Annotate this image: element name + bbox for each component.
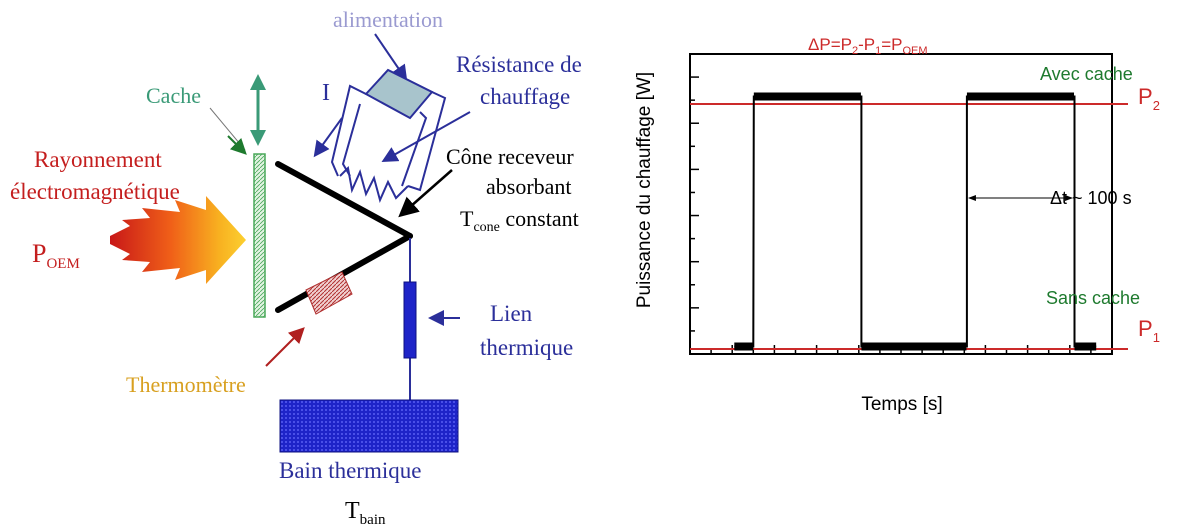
noise-band bbox=[966, 92, 1075, 101]
resistance-circuit bbox=[330, 84, 447, 203]
cache-motion-arrow-down bbox=[250, 130, 266, 146]
thermometre-label: Thermomètre bbox=[126, 372, 246, 397]
poem-label: POEM bbox=[32, 239, 80, 272]
tbain-label: Tbain bbox=[345, 498, 386, 528]
cache-shutter bbox=[253, 153, 266, 318]
current-arrow bbox=[313, 117, 343, 158]
power-supply-box bbox=[364, 68, 434, 120]
noise-band bbox=[753, 92, 861, 101]
calorimeter-diagram: alimentation Résistance de chauffage I C… bbox=[10, 7, 582, 528]
signal-noise-bands bbox=[734, 92, 1097, 351]
rayonnement-label-line2: électromagnétique bbox=[10, 179, 180, 204]
rayonnement-label-line1: Rayonnement bbox=[34, 147, 162, 172]
power-chart: ΔP=P2-P1=POEM Avec cache Sans cache P2 P… bbox=[634, 35, 1160, 415]
thermal-link-block bbox=[403, 281, 417, 359]
noise-band bbox=[861, 342, 967, 351]
lien-label-line1: Lien bbox=[490, 301, 533, 326]
absorbing-cone bbox=[275, 161, 413, 313]
p2-label: P2 bbox=[1138, 84, 1160, 113]
y-axis-ticks bbox=[690, 76, 699, 332]
bain-label: Bain thermique bbox=[279, 458, 421, 483]
sans-cache-label: Sans cache bbox=[1046, 288, 1140, 308]
cone-label-line3: Tcone constant bbox=[460, 206, 579, 235]
resistance-label-line2: chauffage bbox=[480, 84, 570, 109]
resistance-label-line1: Résistance de bbox=[456, 52, 582, 77]
cone-label-line1: Cône receveur bbox=[446, 144, 574, 169]
formula-label: ΔP=P2-P1=POEM bbox=[808, 35, 928, 57]
p1-label: P1 bbox=[1138, 316, 1160, 345]
thermometer-sensor bbox=[305, 271, 353, 315]
power-signal-series bbox=[734, 95, 1097, 348]
cache-pointer-tip bbox=[227, 135, 247, 155]
cache-motion-arrow-up bbox=[250, 74, 266, 90]
alimentation-arrow bbox=[374, 33, 408, 82]
avec-cache-label: Avec cache bbox=[1040, 64, 1133, 84]
cache-pointer bbox=[209, 107, 246, 151]
current-label: I bbox=[322, 80, 330, 106]
x-axis-title: Temps [s] bbox=[861, 394, 942, 415]
radiation-flame-arrow bbox=[110, 196, 246, 284]
noise-band bbox=[1074, 342, 1097, 351]
cone-arrow bbox=[398, 169, 453, 218]
delta-t-label: Δt ~ 100 s bbox=[1050, 188, 1132, 208]
y-axis-title: Puissance du chauffage [W] bbox=[634, 72, 655, 308]
thermal-bath bbox=[279, 399, 459, 453]
cone-label-line2: absorbant bbox=[486, 174, 572, 199]
cache-label: Cache bbox=[146, 83, 201, 108]
resistance-arrow bbox=[381, 111, 471, 162]
thermometre-arrow bbox=[265, 327, 305, 367]
lien-label-line2: thermique bbox=[480, 335, 573, 360]
alimentation-label: alimentation bbox=[333, 7, 443, 32]
noise-band bbox=[734, 342, 754, 351]
